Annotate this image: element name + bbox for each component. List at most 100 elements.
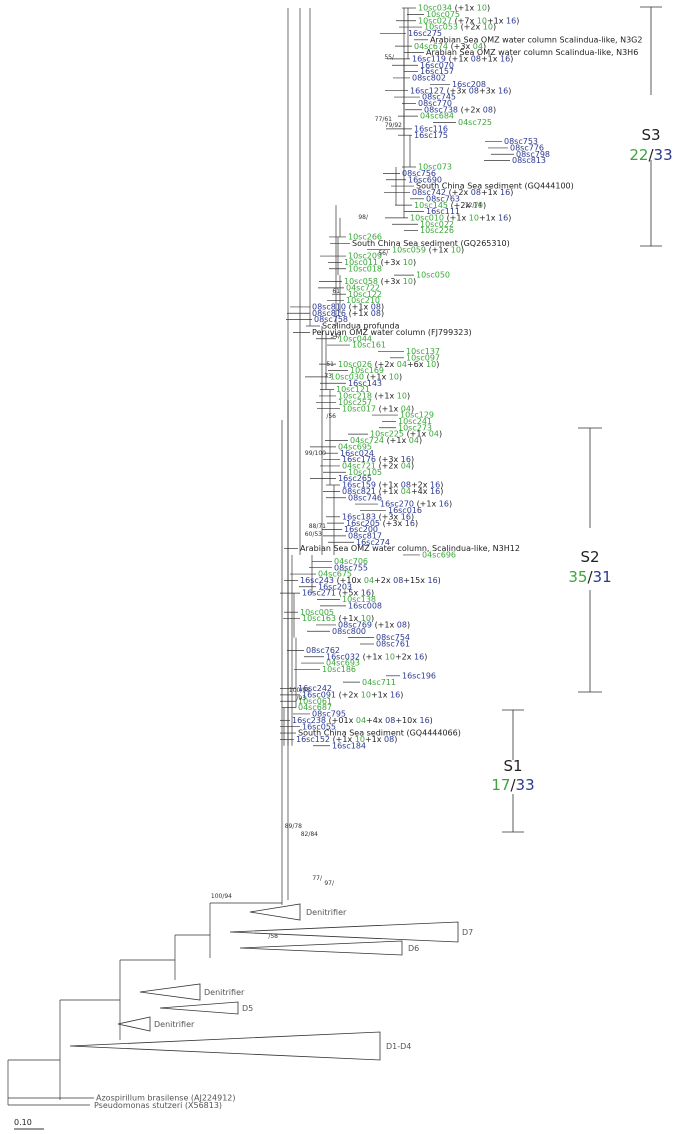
leaf-label: 10sc005 — [300, 608, 334, 617]
bootstrap-value: /56 — [326, 413, 336, 420]
leaf-label: 16sc203 — [318, 582, 352, 591]
leaf-label: 08sc738 (+2x 08) — [424, 105, 496, 114]
leaf-label: 16sc275 — [408, 29, 442, 38]
leaf-label: 08sc762 — [306, 646, 340, 655]
leaf-label: Arabian Sea OMZ water column, Scalindua-… — [300, 544, 520, 553]
leaf-label: 10sc273 — [398, 423, 432, 432]
leaf-label: 10sc011 (+3x 10) — [344, 258, 416, 267]
bootstrap-value: 100/94 — [211, 893, 232, 900]
leaf-label: 10sc138 — [342, 595, 376, 604]
outgroup-label: D5 — [242, 1004, 253, 1013]
bootstrap-value: 100/98 — [289, 687, 310, 694]
bootstrap-value: 73 — [324, 373, 332, 380]
bootstrap-labels: 55/77/6179/9272/7498/56/6154/5173/5699/1… — [211, 54, 482, 940]
leaf-label: 08sc821 (+1x 04+4x 16) — [342, 487, 443, 496]
leaf-label: 08sc755 — [334, 563, 368, 572]
leaf-label: 10sc218 (+1x 10) — [338, 392, 410, 401]
leaf-label: 10sc210 — [346, 296, 380, 305]
leaf-label: 10sc026 (+2x 04+6x 10) — [338, 360, 439, 369]
leaf-label: 08sc770 — [418, 99, 452, 108]
leaf-label: 16sc032 (+1x 10+2x 16) — [326, 652, 427, 661]
leaf-label: Peruvian OMZ water column (FJ799323) — [312, 328, 472, 337]
leaf-label: Arabian Sea OMZ water column Scalindua-l… — [426, 48, 638, 57]
bootstrap-value: 77/ — [312, 875, 323, 882]
collapsed-clade-triangle — [249, 903, 301, 921]
outgroup-label: Denitrifier — [154, 1020, 195, 1029]
bootstrap-value: 55/ — [384, 54, 395, 61]
leaf-label: 16sc205 (+3x 16) — [346, 519, 418, 528]
leaf-label: 10sc022 — [420, 220, 454, 229]
leaf-label: 16sc176 (+3x 16) — [342, 455, 414, 464]
leaf-label: 16sc008 — [348, 601, 382, 610]
leaf-label: 08sc802 — [412, 74, 446, 83]
leaf-label: 16sc024 — [340, 449, 374, 458]
collapsed-clade-triangle — [229, 921, 459, 943]
outgroup-label: Azospirillum brasilense (AJ224912) — [96, 1094, 236, 1103]
cluster-s3-counts: 22/33 — [629, 146, 672, 164]
leaf-label: 08sc756 — [402, 169, 436, 178]
scale-bar: 0.10 — [14, 1118, 44, 1130]
leaf-label: 08sc746 — [348, 493, 382, 502]
leaf-label: 16sc196 — [402, 671, 436, 680]
bootstrap-value: /58 — [268, 933, 278, 940]
leaf-label: 08sc800 — [332, 627, 366, 636]
bootstrap-value: 72/74 — [465, 202, 482, 209]
leaf-label: 10sc122 — [348, 290, 382, 299]
leaf-label: 08sc761 — [376, 640, 410, 649]
collapsed-clade-triangle — [159, 1001, 239, 1015]
cluster-s1-label: S1 — [503, 757, 522, 775]
leaf-label: 08sc816 (+1x 08) — [312, 309, 384, 318]
leaf-label: 10sc058 (+3x 10) — [344, 277, 416, 286]
leaf-label: 10sc186 — [322, 665, 356, 674]
leaf-label: 16sc184 — [332, 741, 366, 750]
leaf-label: 04sc693 — [326, 659, 360, 668]
collapsed-clade-triangle — [139, 983, 201, 1001]
leaf-label: South China Sea sediment (GQ265310) — [352, 239, 510, 248]
tree-branches — [7, 7, 514, 1106]
bootstrap-value: 82/84 — [301, 831, 318, 838]
leaf-label: 08sc753 — [504, 137, 538, 146]
bootstrap-value: 54/ — [330, 333, 341, 340]
leaf-label: 08sc798 — [516, 150, 550, 159]
bootstrap-value: 61 — [332, 288, 340, 295]
leaf-label: 10sc137 — [406, 347, 440, 356]
bootstrap-value: /93 — [296, 695, 306, 702]
leaf-label: 10sc129 — [400, 411, 434, 420]
outgroup-label: Denitrifier — [204, 988, 245, 997]
leaf-label: 16sc143 — [348, 379, 382, 388]
outgroup-label: D1-D4 — [386, 1042, 411, 1051]
scale-bar-label: 0.10 — [14, 1118, 32, 1127]
leaf-label: 04sc724 (+1x 04) — [350, 436, 422, 445]
leaf-label: 04sc695 — [338, 442, 372, 451]
leaf-label: 16sc119 (+1x 08+1x 16) — [412, 54, 513, 63]
leaf-label: South China Sea sediment (GQ4444066) — [298, 729, 461, 738]
leaf-label: 10sc030 (+1x 10) — [330, 372, 402, 381]
leaf-label: 10sc010 (+1x 10+1x 16) — [410, 213, 511, 222]
leaf-label: 16sc183 (+3x 16) — [342, 512, 414, 521]
bootstrap-value: 60/53 — [305, 531, 322, 538]
bootstrap-value: 98/ — [358, 214, 369, 221]
leaf-label: 10sc225 (+1x 04) — [370, 430, 442, 439]
leaf-label: 16sc127 (+3x 08+3x 16) — [410, 86, 511, 95]
leaf-label: 10sc226 — [420, 226, 454, 235]
leaf-label: 16sc116 — [414, 124, 448, 133]
leaf-label: 08sc817 — [348, 531, 382, 540]
cluster-s2-counts: 35/31 — [568, 568, 611, 586]
leaf-label: 10sc097 — [406, 353, 440, 362]
leaf-label: 16sc070 — [420, 61, 454, 70]
cluster-s1-counts: 17/33 — [491, 776, 534, 794]
leaf-label: 16sc265 — [338, 474, 372, 483]
bootstrap-value: 88/71 — [309, 523, 326, 530]
leaf-label: 16sc238 (+01x 04+4x 08+10x 16) — [292, 716, 433, 725]
leaf-label: 16sc091 (+2x 10+1x 16) — [302, 690, 403, 699]
bootstrap-value: 97/ — [324, 880, 335, 887]
collapsed-clade-triangle — [117, 1016, 151, 1032]
leaf-label: 10sc017 (+1x 04) — [342, 404, 414, 413]
bootstrap-value: 77/61 — [375, 116, 392, 123]
outgroup-label: D6 — [408, 944, 419, 953]
leaf-label: 08sc754 — [376, 633, 410, 642]
cluster-s1: S1 17/33 — [491, 709, 535, 833]
leaf-label: 16sc159 (+1x 08+2x 16) — [342, 481, 443, 490]
leaf-label: 04sc721 (+2x 04) — [342, 462, 414, 471]
